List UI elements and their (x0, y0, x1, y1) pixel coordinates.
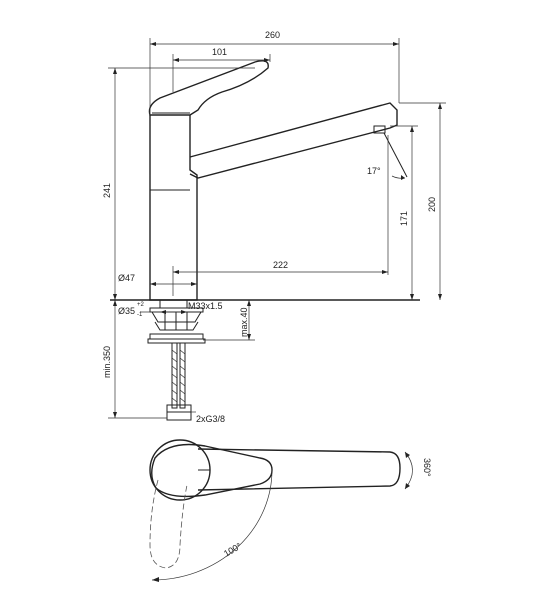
dim-base-diameter: Ø47 (118, 273, 135, 283)
dim-lever-rotation: 100° (222, 541, 243, 559)
dim-hole-diameter: Ø35 (118, 306, 135, 316)
top-view-lever (151, 443, 273, 498)
lever-rotation-arc (151, 469, 273, 581)
dim-spout-reach: 222 (273, 260, 288, 270)
top-view-labels: 100° 360° (222, 458, 432, 559)
dim-thread: M33x1.5 (188, 301, 223, 311)
dimension-lines (108, 38, 446, 419)
spout-aerator (373, 125, 386, 134)
dim-hole-tolerance-lower: -1 (137, 312, 143, 318)
dim-hole-tolerance-upper: +2 (137, 302, 145, 308)
dim-outlet-angle: 17° (367, 166, 381, 176)
dim-overall-width: 260 (265, 30, 280, 40)
dim-max-thickness: max.40 (239, 307, 249, 337)
dimension-labels: 260 101 241 200 171 222 Ø47 Ø35 +2 -1 M3… (102, 30, 437, 424)
dim-hose-connection: 2xG3/8 (196, 414, 225, 424)
faucet-side-view (148, 60, 408, 301)
dim-total-height: 241 (102, 183, 112, 198)
hose-left (171, 342, 178, 409)
faucet-spout (189, 102, 398, 179)
hose-right (179, 342, 186, 409)
mounting-assembly (110, 299, 420, 421)
dim-spout-outlet-height: 171 (399, 211, 409, 226)
faucet-top-view (149, 439, 413, 582)
top-view-lever-rotated (149, 479, 188, 569)
top-view-spout (197, 448, 401, 491)
dim-spout-top-height: 200 (427, 197, 437, 212)
dim-hose-length: min.350 (102, 346, 112, 378)
dim-spout-swivel: 360° (422, 458, 432, 477)
dim-lever-length: 101 (212, 47, 227, 57)
faucet-body (149, 115, 198, 301)
faucet-lever (148, 60, 269, 116)
